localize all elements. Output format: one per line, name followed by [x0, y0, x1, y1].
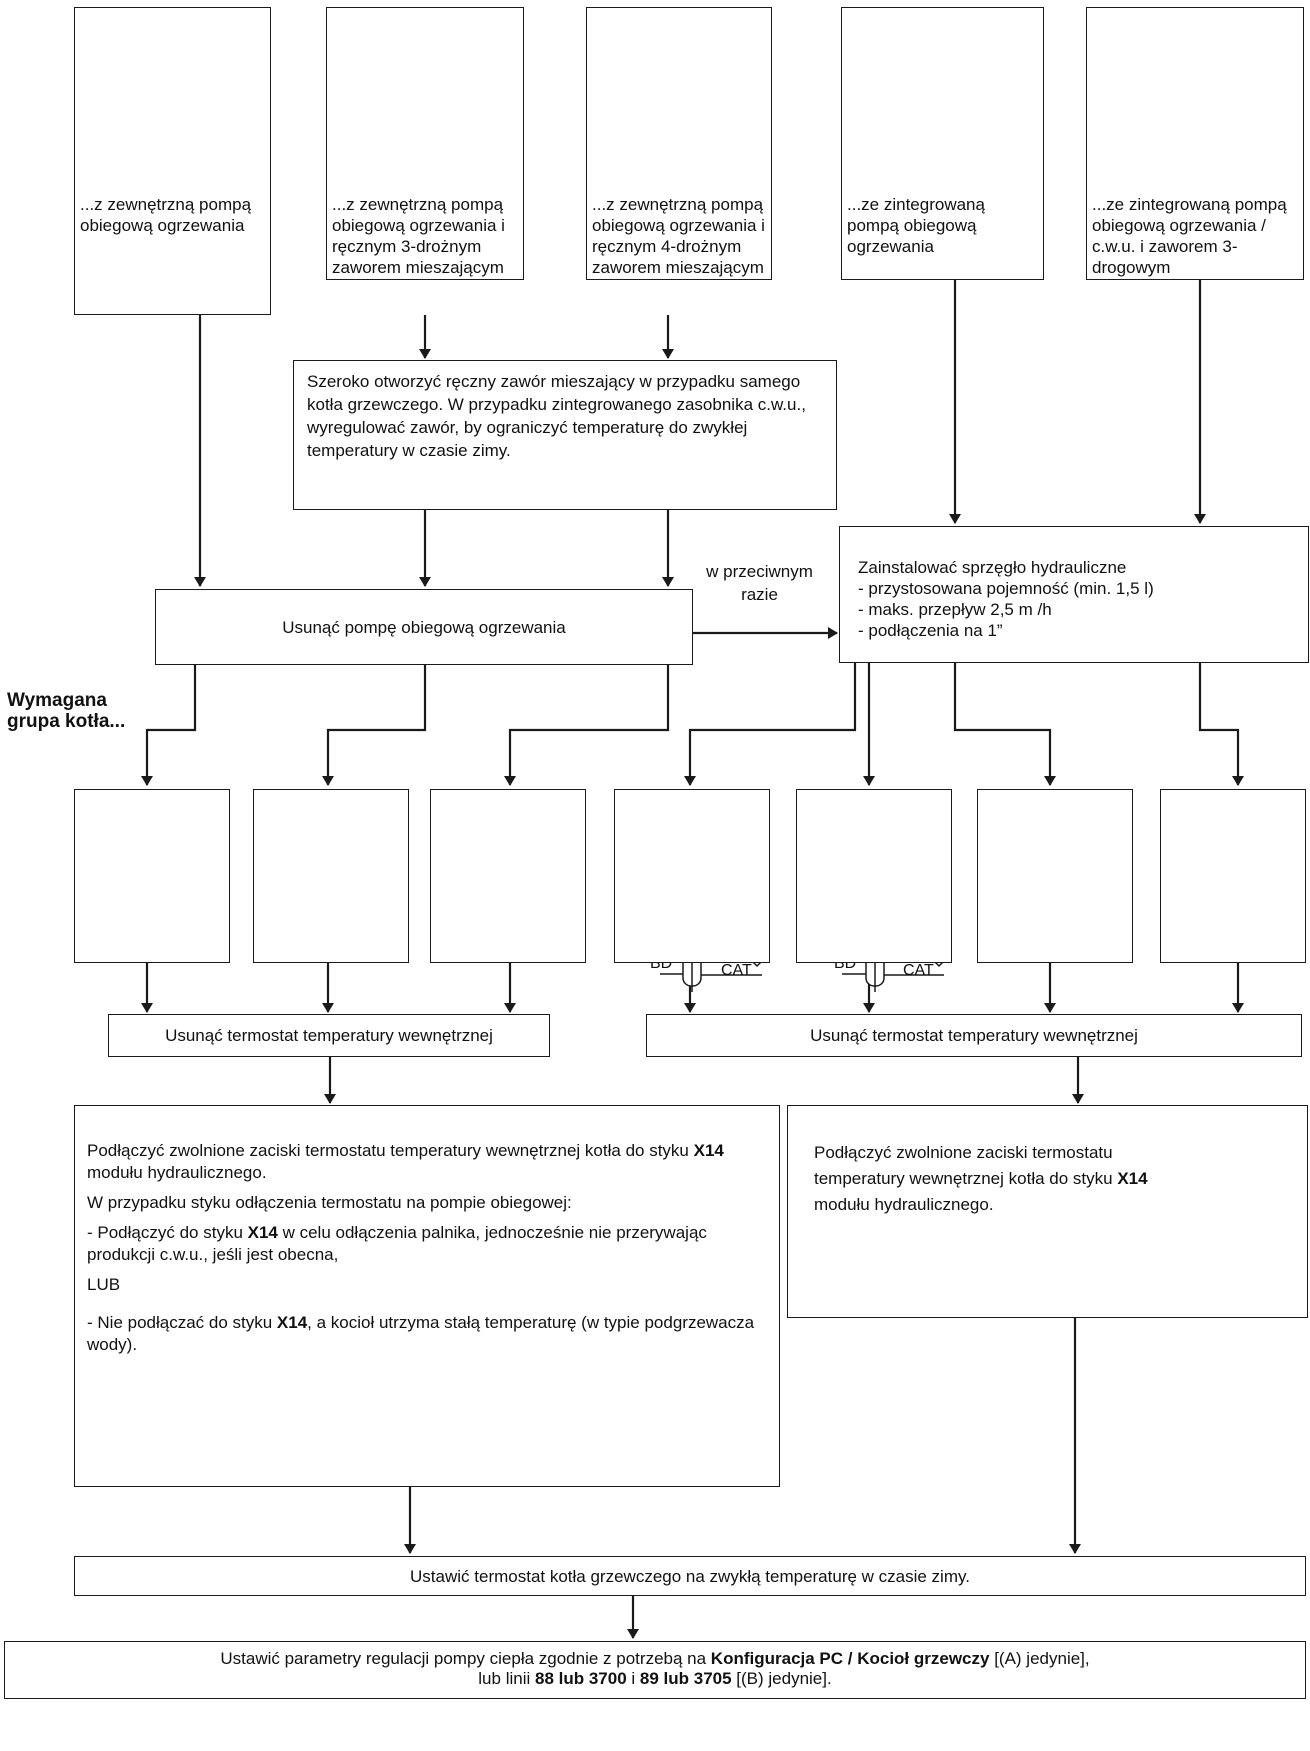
set-thermostat-box: Ustawić termostat kotła grzewczego na zw… — [74, 1556, 1306, 1596]
option-label: ...z zewnętrzną pompą obiegową ogrzewani… — [592, 195, 765, 277]
group-box-c — [430, 789, 586, 963]
option-integrated-pump: ...ze zintegrowaną pompą obiegową ogrzew… — [841, 7, 1044, 280]
final-settings-content: Ustawić parametry regulacji pompy ciepła… — [5, 1649, 1305, 1689]
hydraulic-item: - przystosowana pojemność (min. 1,5 l) — [858, 579, 1154, 598]
cat-label: CAT — [721, 962, 752, 979]
remove-thermostat-text: Usunąć termostat temperatury wewnętrznej — [165, 1026, 493, 1045]
connect-left-or: LUB — [87, 1275, 121, 1294]
otherwise-label: w przeciwnym razie — [706, 562, 813, 604]
option-pump-4way-valve: ...z zewnętrzną pompą obiegową ogrzewani… — [586, 7, 772, 280]
connect-terminals-right: Podłączyć zwolnione zaciski termostatu t… — [787, 1105, 1308, 1318]
final-line-2: lub linii 88 lub 3700 i 89 lub 3705 [(B)… — [478, 1669, 832, 1688]
connect-terminals-left: Podłączyć zwolnione zaciski termostatu t… — [74, 1105, 780, 1487]
connect-left-para-1: Podłączyć zwolnione zaciski termostatu t… — [87, 1141, 724, 1182]
hydraulic-item: - maks. przepływ 2,5 m /h — [858, 600, 1052, 619]
option-label: ...ze zintegrowaną pompą obiegową ogrzew… — [1092, 195, 1287, 277]
group-box-c-prime — [796, 789, 952, 963]
hydraulic-separator-box: Zainstalować sprzęgło hydrauliczne - prz… — [839, 526, 1309, 663]
hydraulic-separator-content: Zainstalować sprzęgło hydrauliczne - prz… — [858, 557, 1298, 641]
connect-left-para-3: - Podłączyć do styku X14 w celu odłączen… — [87, 1223, 707, 1264]
remove-thermostat-right: Usunąć termostat temperatury wewnętrznej — [646, 1014, 1302, 1057]
option-label: ...ze zintegrowaną pompą obiegową ogrzew… — [847, 195, 985, 256]
cat-label: CAT — [903, 962, 934, 979]
final-line-1: Ustawić parametry regulacji pompy ciepła… — [220, 1649, 1090, 1668]
group-box-a-prime-d — [977, 789, 1133, 963]
group-box-a — [74, 789, 230, 963]
option-external-pump: ...z zewnętrzną pompą obiegową ogrzewani… — [74, 7, 271, 315]
hydraulic-title: Zainstalować sprzęgło hydrauliczne — [858, 558, 1127, 577]
remove-thermostat-left: Usunąć termostat temperatury wewnętrznej — [108, 1014, 550, 1057]
group-box-e — [1160, 789, 1306, 963]
option-label: ...z zewnętrzną pompą obiegową ogrzewani… — [80, 195, 252, 235]
set-thermostat-text: Ustawić termostat kotła grzewczego na zw… — [410, 1567, 970, 1586]
option-pump-3way-valve: ...z zewnętrzną pompą obiegową ogrzewani… — [326, 7, 524, 280]
hydraulic-item: - podłączenia na 1” — [858, 621, 1003, 640]
mixing-valve-note: Szeroko otworzyć ręczny zawór mieszający… — [293, 360, 837, 510]
remove-pump-box: Usunąć pompę obiegową ogrzewania — [155, 589, 693, 665]
connect-left-para-5: - Nie podłączać do styku X14, a kocioł u… — [87, 1313, 755, 1354]
group-box-b — [253, 789, 409, 963]
required-group-label: Wymagana grupa kotła... — [7, 690, 126, 732]
option-integrated-pump-3way: ...ze zintegrowaną pompą obiegową ogrzew… — [1086, 7, 1304, 280]
connector-arrows — [141, 280, 1244, 1639]
connect-left-para-2: W przypadku styku odłączenia termostatu … — [87, 1193, 572, 1212]
final-settings-box: Ustawić parametry regulacji pompy ciepła… — [4, 1641, 1306, 1699]
group-box-b-prime — [614, 789, 770, 963]
connect-left-content: Podłączyć zwolnione zaciski termostatu t… — [87, 1140, 757, 1356]
remove-pump-text: Usunąć pompę obiegową ogrzewania — [282, 618, 566, 637]
remove-thermostat-text: Usunąć termostat temperatury wewnętrznej — [810, 1026, 1138, 1045]
option-label: ...z zewnętrzną pompą obiegową ogrzewani… — [332, 195, 505, 277]
mixing-valve-text: Szeroko otworzyć ręczny zawór mieszający… — [307, 372, 806, 460]
connect-right-content: Podłączyć zwolnione zaciski termostatu t… — [814, 1143, 1148, 1214]
